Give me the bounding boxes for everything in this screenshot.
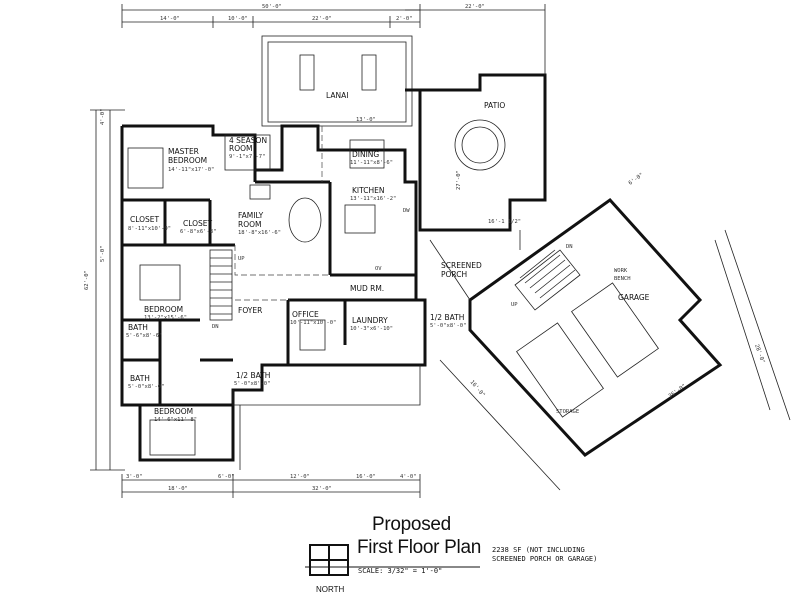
plan-scale: SCALE: 3/32" = 1'-0": [358, 567, 443, 575]
room-office-dim: 10'-11"x10'-0": [290, 320, 336, 326]
room-half-bath-1-dim: 5'-0"x8'-0": [430, 323, 466, 329]
north-label: NORTH: [316, 585, 345, 594]
room-lanai: LANAI: [326, 91, 348, 100]
room-bedroom-2: BEDROOM: [144, 305, 183, 314]
left-dimensions: 62'-0" 4'-0" 5'-0": [84, 108, 125, 471]
dim-top-b: 10'-0": [228, 16, 248, 22]
area-note-line1: 2238 SF (NOT INCLUDING: [492, 546, 585, 554]
bottom-dimensions: 3'-0" 6'-0" 12'-0" 16'-0" 4'-0" 18'-0" 3…: [121, 474, 421, 498]
house-walls: [120, 35, 427, 470]
garage-stair-dn-label: DN: [566, 244, 573, 250]
room-closet-2-dim: 6'-8"x6'-8": [180, 229, 216, 235]
room-bedroom-3-dim: 14'-6"x11'-8": [154, 417, 197, 423]
room-four-season-line1: 4 SEASON: [229, 136, 267, 145]
dim-garage-left: 16'-0": [468, 379, 485, 398]
room-bath-1-dim: 5'-6"x8'-6": [126, 333, 162, 339]
room-bedroom-3: BEDROOM: [154, 407, 193, 416]
plan-title-line1: Proposed: [372, 514, 451, 535]
room-work-bench-line1: WORK: [614, 268, 628, 274]
room-closet-1: CLOSET: [130, 215, 160, 224]
room-kitchen: KITCHEN: [352, 186, 385, 195]
patio-outline: [405, 28, 547, 232]
dim-left-overall: 62'-0": [84, 270, 90, 290]
room-patio: PATIO: [484, 101, 505, 110]
top-dimensions: 50'-0" 22'-0" 14'-0" 10'-0" 22'-0" 2'-0": [121, 4, 546, 28]
room-kitchen-dim: 13'-11"x16'-2": [350, 196, 396, 202]
room-garage: GARAGE: [618, 293, 650, 302]
garage-stair-up-label: UP: [511, 302, 518, 308]
room-storage: STORAGE: [556, 409, 579, 415]
dim-bottom-a: 18'-0": [168, 486, 188, 492]
dim-garage-right-a: 28'-0": [753, 344, 765, 365]
room-labels: LANAI PATIO MASTER BEDROOM 14'-11"x17'-0…: [126, 91, 650, 423]
room-laundry: LAUNDRY: [352, 316, 388, 325]
room-laundry-dim: 10'-3"x6'-10": [350, 326, 393, 332]
dim-left-a: 4'-0": [100, 108, 106, 125]
area-note-line2: SCREENED PORCH OR GARAGE): [492, 555, 598, 563]
room-bedroom-2-dim: 13'-2"x15'-6": [144, 315, 187, 321]
dim-garage-top: 6'-0": [628, 172, 645, 186]
dim-bottom-c: 16'-0": [356, 474, 376, 480]
room-half-bath-2-dim: 5'-0"x8'-0": [234, 381, 270, 387]
room-closet-2: CLOSET: [183, 219, 213, 228]
room-screened-porch-line1: SCREENED: [441, 261, 482, 270]
stair-dn-label: DN: [212, 324, 219, 330]
room-bath-2: BATH: [130, 374, 150, 383]
room-dining: DINING: [352, 150, 379, 159]
dim-top-overall: 50'-0": [262, 4, 282, 10]
dim-bottom-d: 6'-0": [218, 474, 235, 480]
room-family-line2: ROOM: [238, 220, 262, 229]
plan-title-line2: First Floor Plan: [357, 537, 482, 558]
furniture: [127, 54, 385, 456]
room-ov: OV: [375, 266, 382, 272]
dim-bottom-overall: 32'-0": [312, 486, 332, 492]
room-master-bedroom-dim: 14'-11"x17'-0": [168, 167, 214, 173]
dim-top-right: 22'-0": [465, 4, 485, 10]
stair-up-label: UP: [238, 256, 245, 262]
dim-bottom-b: 12'-0": [290, 474, 310, 480]
room-master-bedroom-line2: BEDROOM: [168, 156, 207, 165]
dim-garage-right-b: 36'-0": [668, 383, 688, 399]
dim-top-d: 2'-0": [396, 16, 413, 22]
room-four-season-dim: 9'-1"x7'-7": [229, 154, 265, 160]
garage-outline: [429, 198, 791, 491]
dim-patio-width: 16'-1 1/2": [488, 219, 521, 225]
dim-bottom-e: 3'-0": [126, 474, 143, 480]
dim-left-b: 5'-0": [100, 245, 106, 262]
dim-top-c: 22'-0": [312, 16, 332, 22]
room-foyer: FOYER: [238, 306, 262, 315]
room-master-bedroom-line1: MASTER: [168, 147, 199, 156]
stairs-main: [209, 249, 233, 321]
room-mud-rm: MUD RM.: [350, 284, 384, 293]
room-half-bath-1: 1/2 BATH: [430, 313, 464, 322]
room-dining-dim: 11'-11"x8'-6": [350, 160, 393, 166]
room-bath-1: BATH: [128, 323, 148, 332]
room-family-dim: 18'-8"x16'-6": [238, 230, 281, 236]
room-screened-porch-line2: PORCH: [441, 270, 467, 279]
room-office: OFFICE: [292, 310, 319, 319]
room-four-season-line2: ROOM: [229, 144, 253, 153]
dim-patio-height: 27'-0": [456, 170, 462, 190]
room-dw: DW: [403, 208, 410, 214]
room-half-bath-2: 1/2 BATH: [236, 371, 270, 380]
room-family-line1: FAMILY: [238, 211, 264, 220]
dim-top-a: 14'-0": [160, 16, 180, 22]
dim-lanai-width: 13'-0": [356, 117, 376, 123]
north-arrow: [305, 544, 480, 576]
dim-bottom-f: 4'-0": [400, 474, 417, 480]
room-closet-1-dim: 8'-11"x10'-0": [128, 226, 171, 232]
room-bath-2-dim: 5'-0"x8'-0": [128, 384, 164, 390]
room-work-bench-line2: BENCH: [614, 276, 631, 282]
